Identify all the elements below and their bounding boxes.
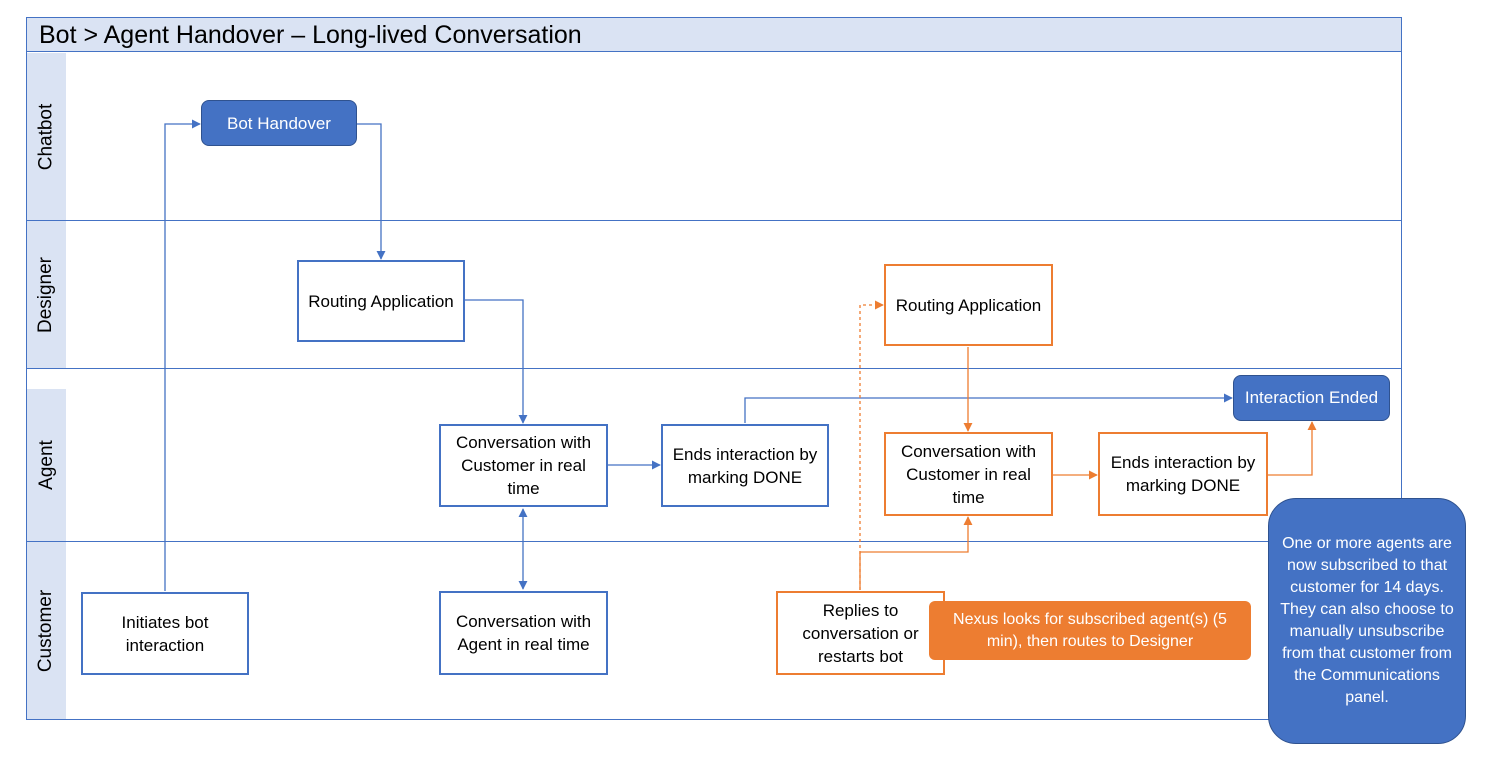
- initiates-bot-interaction-node: Initiates bot interaction: [81, 592, 249, 675]
- subscription-callout: One or more agents are now subscribed to…: [1268, 498, 1466, 744]
- bot-handover-node: Bot Handover: [201, 100, 357, 146]
- edge-ends-to-interaction-ended-2: [1268, 421, 1317, 476]
- lane-chatbot: Chatbot: [27, 53, 66, 220]
- routing-application-node-orange: Routing Application: [884, 264, 1053, 346]
- lane-agent: Agent: [27, 389, 66, 541]
- ends-interaction-node: Ends interaction by marking DONE: [661, 424, 829, 507]
- routing-application-node: Routing Application: [297, 260, 465, 342]
- conversation-with-customer-node-orange: Conversation with Customer in real time: [884, 432, 1053, 516]
- diagram-title: Bot > Agent Handover – Long-lived Conver…: [26, 17, 1402, 52]
- lane-customer: Customer: [27, 542, 66, 719]
- edge-replies-to-conversation: [859, 516, 973, 590]
- lane-divider: [27, 368, 1402, 369]
- edge-ends-to-interaction-ended: [744, 393, 1233, 423]
- replies-to-conversation-node: Replies to conversation or restarts bot: [776, 591, 945, 675]
- edge-initiate-to-handover: [164, 119, 201, 591]
- lane-divider: [27, 541, 1402, 542]
- conversation-with-agent-node: Conversation with Agent in real time: [439, 591, 608, 675]
- interaction-ended-node: Interaction Ended: [1233, 375, 1390, 421]
- lane-divider: [27, 220, 1402, 221]
- ends-interaction-node-orange: Ends interaction by marking DONE: [1098, 432, 1268, 516]
- nexus-routing-note: Nexus looks for subscribed agent(s) (5 m…: [929, 601, 1251, 660]
- edge-replies-to-routing-dashed: [859, 300, 884, 590]
- conversation-with-customer-node: Conversation with Customer in real time: [439, 424, 608, 507]
- edge-routing-to-conversation: [465, 299, 528, 424]
- lane-designer: Designer: [27, 221, 66, 368]
- edge-handover-to-routing: [357, 123, 386, 260]
